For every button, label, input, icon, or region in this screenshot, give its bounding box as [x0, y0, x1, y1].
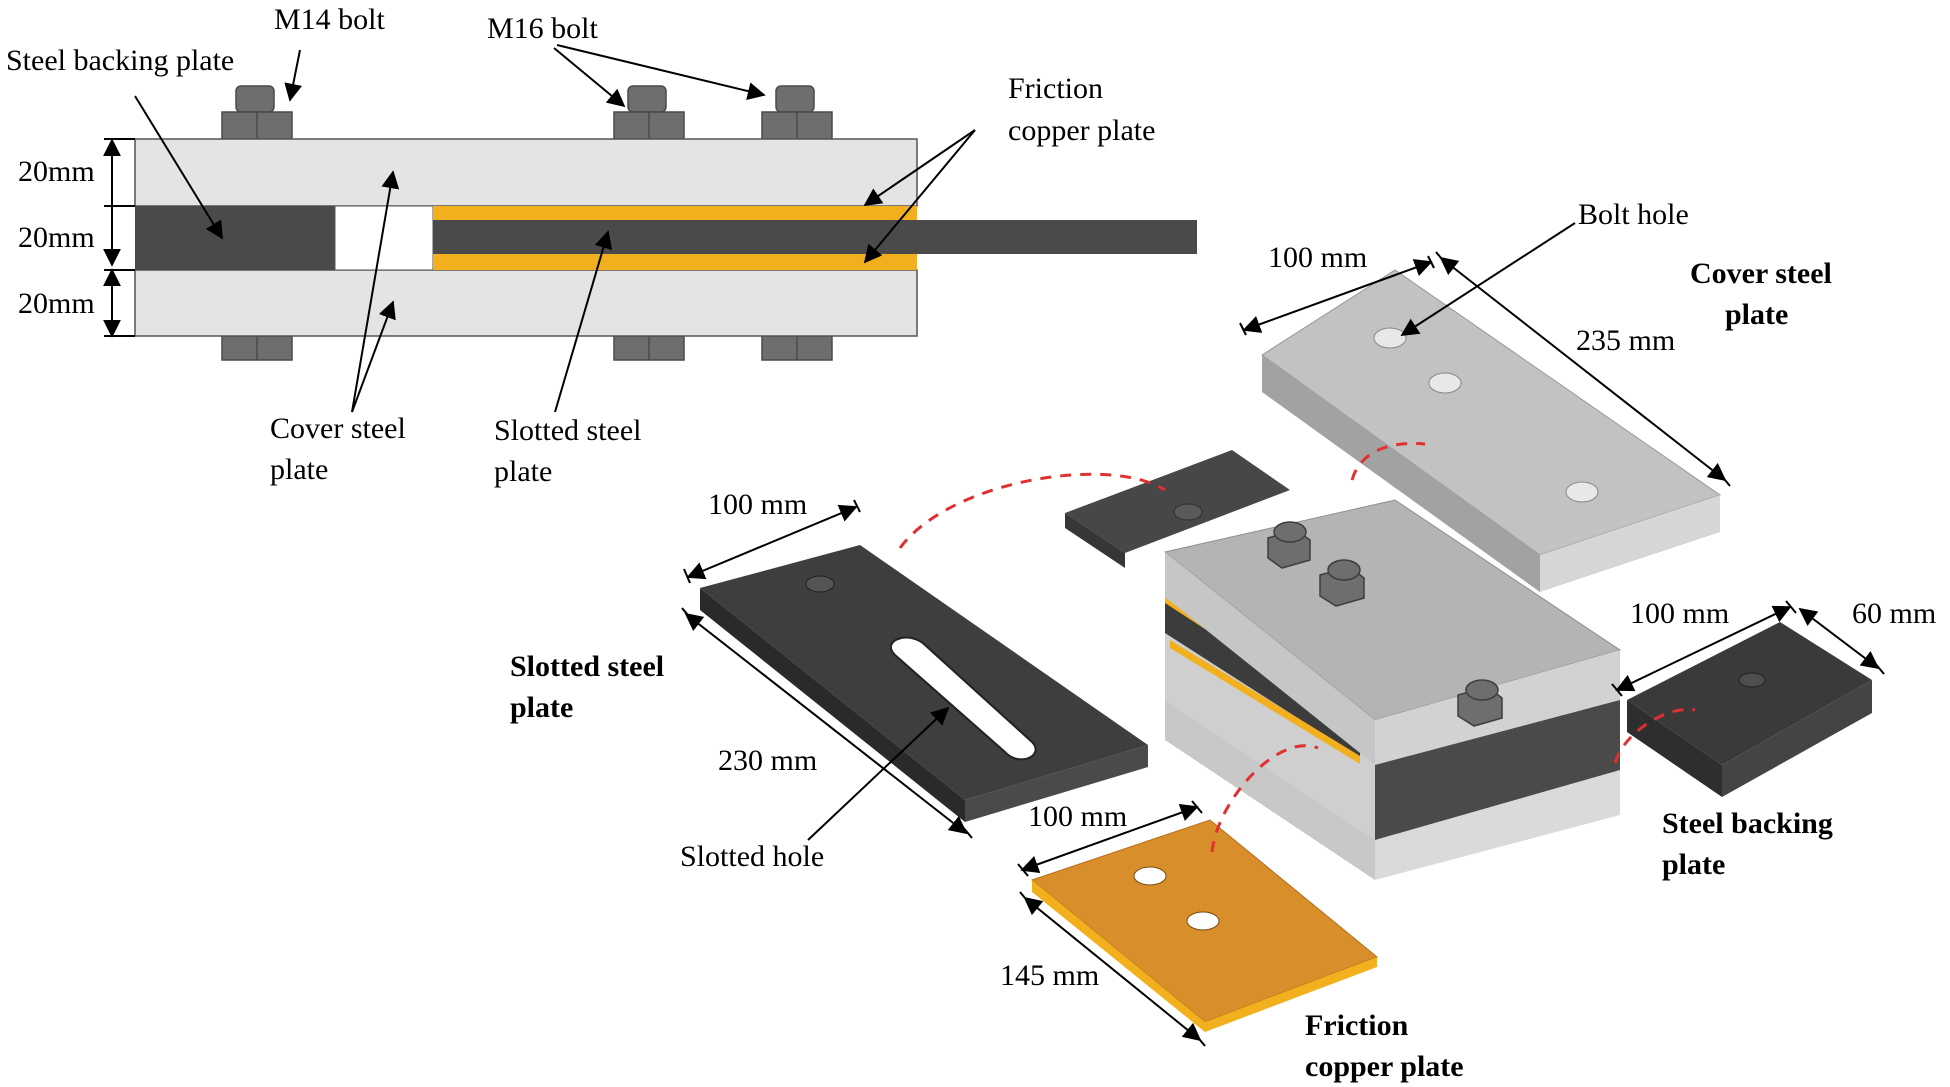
label-m14-bolt: M14 bolt: [274, 3, 386, 36]
copper-strip-bottom: [433, 254, 917, 270]
dim-top-cover: 20mm: [18, 155, 95, 188]
cover-plate-length: 235 mm: [1576, 324, 1675, 357]
exploded-dimension-lines: [681, 251, 1885, 1047]
label-slotted-hole: Slotted hole: [680, 840, 824, 873]
dim-middle: 20mm: [18, 221, 95, 254]
slotted-steel-plate-back-3d: [1065, 450, 1290, 568]
dashed-links: [898, 441, 1696, 853]
backing-plate-title-1: Steel backing: [1662, 807, 1833, 840]
copper-strip-top: [433, 206, 917, 220]
bottom-cover-plate: [134, 269, 918, 337]
slotted-plate-length: 230 mm: [718, 744, 817, 777]
label-friction-copper-plate-1: Friction: [1008, 72, 1103, 105]
backing-plate-title-2: plate: [1662, 848, 1725, 881]
top-cover-plate: [134, 138, 918, 207]
cover-plate-width: 100 mm: [1268, 241, 1367, 274]
dim-bottom-cover: 20mm: [18, 287, 95, 320]
bolt-hole: [1428, 372, 1462, 394]
cover-plate-title-1: Cover steel: [1690, 257, 1832, 290]
exploded-leaders: [807, 222, 1576, 841]
bolt-heads-top: [221, 85, 833, 140]
gap-section: [334, 205, 434, 271]
bolt-hole: [1565, 481, 1599, 503]
slotted-steel-plate-3d: [700, 545, 1148, 822]
steel-backing-plate-3d: [1627, 622, 1872, 797]
copper-plate-width: 100 mm: [1028, 800, 1127, 833]
copper-plate-length: 145 mm: [1000, 959, 1099, 992]
steel-backing-plate-section: [135, 206, 335, 270]
label-cover-steel-plate-1: Cover steel: [270, 412, 406, 445]
slotted-plate-title-1: Slotted steel: [510, 650, 664, 683]
label-m16-bolt: M16 bolt: [487, 12, 599, 45]
cover-plate-title-2: plate: [1725, 298, 1788, 331]
copper-plate-title-2: copper plate: [1305, 1050, 1464, 1083]
slotted-plate-title-2: plate: [510, 691, 573, 724]
label-cover-steel-plate-2: plate: [270, 453, 328, 486]
label-slotted-steel-plate-1: Slotted steel: [494, 414, 641, 447]
copper-plate-title-1: Friction: [1305, 1009, 1409, 1042]
backing-plate-length: 60 mm: [1852, 597, 1936, 630]
label-steel-backing-plate: Steel backing plate: [6, 44, 234, 77]
assembly-bolts: [1267, 521, 1503, 727]
label-slotted-steel-plate-2: plate: [494, 455, 552, 488]
friction-copper-plate-3d: [1030, 819, 1378, 1032]
bolt-hole: [1373, 327, 1407, 349]
section-leaders: [134, 44, 976, 413]
section-view: 20mm 20mm 20mm M14 bolt M16 bolt Steel b…: [6, 3, 1197, 488]
dimension-arrows: [103, 138, 135, 338]
slotted-steel-plate-section: [433, 220, 1197, 254]
bolt-nuts-bottom: [221, 335, 833, 361]
slotted-plate-width: 100 mm: [708, 488, 807, 521]
label-friction-copper-plate-2: copper plate: [1008, 114, 1155, 147]
backing-plate-width: 100 mm: [1630, 597, 1729, 630]
label-bolt-hole: Bolt hole: [1578, 198, 1689, 231]
